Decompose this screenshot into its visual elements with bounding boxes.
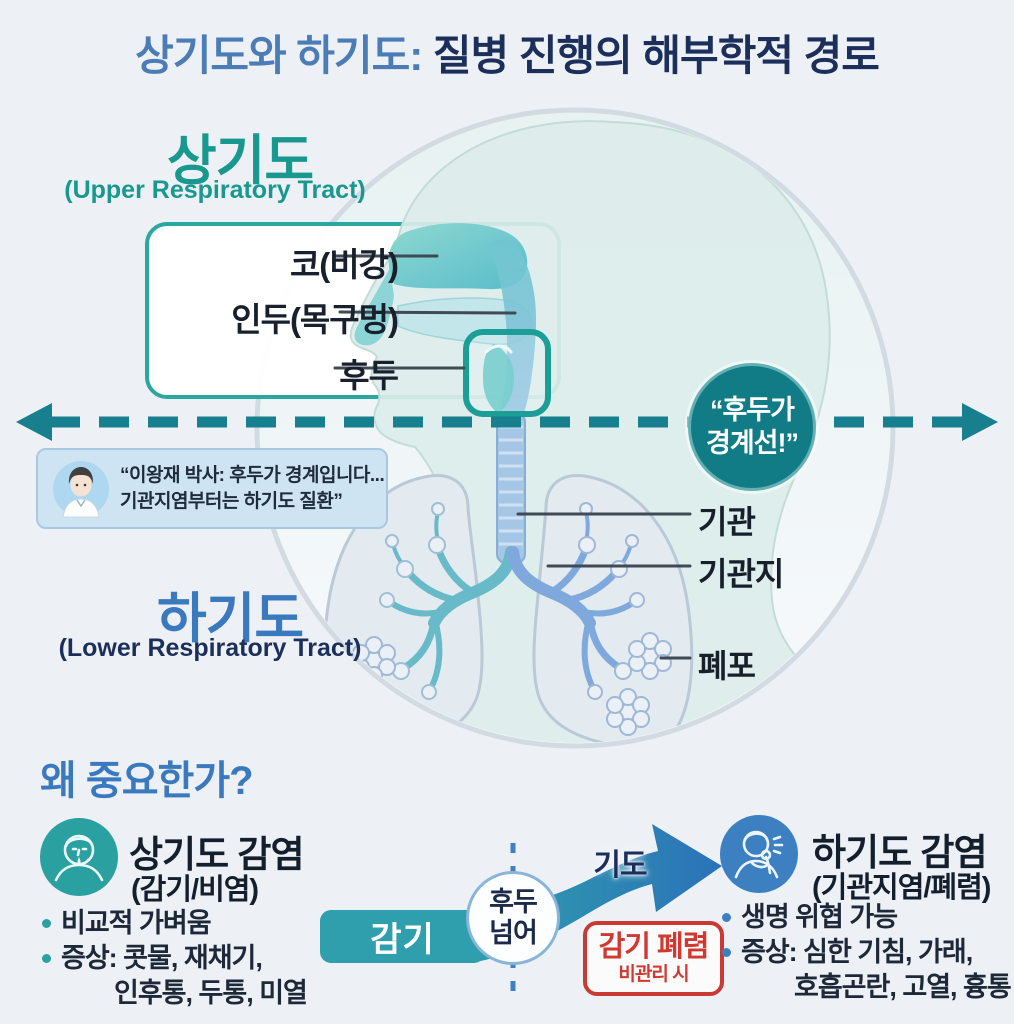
upper-infection-avatar: [40, 818, 118, 896]
label-nose: 코(비강): [289, 246, 399, 283]
lower-infection-title: 하기도 감염: [812, 832, 987, 873]
larynx: [483, 344, 514, 413]
right-alveoli-tips: [578, 502, 645, 700]
lower-tract-heading: 하기도: [156, 589, 304, 649]
bullet-dot: [722, 948, 731, 957]
bullet-row: 비교적 가벼움: [42, 906, 307, 941]
label-pharynx: 인두(목구멍): [231, 301, 399, 338]
label-alveoli: 폐포: [698, 648, 756, 684]
bullet-dot: [42, 919, 51, 928]
epiglottis-line: [484, 344, 513, 354]
doctor-quote-line1: “이왕재 박사: 후두가 경계입니다...: [120, 464, 385, 486]
lower-infection-subtitle: (기관지염/폐렴): [812, 872, 991, 904]
boundary-badge-line2: 경계선!”: [705, 428, 799, 458]
larynx-highlight-box: [463, 329, 551, 417]
why-important-heading: 왜 중요한가?: [40, 759, 254, 803]
upper-infection-subtitle: (감기/비염): [131, 874, 259, 906]
label-larynx: 후두: [339, 357, 399, 394]
pharynx: [487, 236, 537, 417]
sneeze-face-icon: [54, 834, 104, 882]
lower-infection-bullets: 생명 위협 가능 증상: 심한 기침, 가래, 호흡곤란, 고열, 흉통: [722, 900, 1012, 1005]
lower-infection-avatar: [720, 815, 798, 893]
bullet-dot: [42, 954, 51, 963]
flow-node-line1: 후두: [489, 887, 538, 917]
boundary-badge: “후두가 경계선!”: [688, 363, 816, 491]
flow-start-band: [320, 910, 485, 963]
divider-left-arrowhead: [16, 403, 52, 441]
flow-airway-label: 기도: [593, 849, 647, 882]
upper-infection-bullets: 비교적 가벼움 증상: 콧물, 재채기, 인후통, 두통, 미열: [42, 906, 308, 1011]
upper-bullet-severity: 비교적 가벼움: [61, 908, 212, 938]
trachea: [496, 412, 526, 564]
flow-node-line2: 넘어: [489, 918, 538, 948]
doctor-avatar: [53, 460, 109, 517]
left-alveoli-tips: [379, 502, 446, 700]
upper-bullet-symptoms-cont: 인후통, 두통, 미열: [114, 978, 308, 1008]
pneumonia-warning-box: 감기 폐렴 비관리 시: [583, 921, 724, 996]
flow-past-larynx-node: 후두 넘어: [466, 871, 560, 965]
upper-tract-subheading: (Upper Respiratory Tract): [64, 176, 366, 204]
label-trachea: 기관: [698, 504, 756, 540]
bullet-row: 증상: 심한 기침, 가래,: [722, 935, 1011, 970]
page-title-upper-lower: 상기도와 하기도:: [135, 32, 423, 79]
flow-cold-label: 감기: [370, 921, 435, 959]
doctor-quote-line2: 기관지염부터는 하기도 질환”: [120, 490, 343, 512]
divider-right-arrowhead: [962, 403, 998, 441]
boundary-badge-line1: “후두가: [709, 395, 795, 425]
doctor-quote-text: “이왕재 박사: 후두가 경계입니다... 기관지염부터는 하기도 질환”: [120, 463, 385, 515]
bullet-dot: [722, 913, 731, 922]
callout-lines: [333, 254, 692, 660]
pneumonia-warning-title: 감기 폐렴: [598, 931, 710, 963]
lower-bullet-symptoms-cont: 호흡곤란, 고열, 흉통: [794, 972, 1012, 1002]
label-bronchus: 기관지: [698, 556, 784, 592]
bullet-row: 증상: 콧물, 재채기,: [42, 941, 307, 976]
nose-exterior: [354, 268, 394, 346]
lower-bullet-symptoms: 증상: 심한 기침, 가래,: [741, 937, 973, 967]
trachea-rings: [499, 425, 523, 546]
upper-tract-heading: 상기도: [166, 131, 314, 191]
page-title: 상기도와 하기도: 질병 진행의 해부학적 경로: [0, 22, 1014, 83]
cough-face-icon: [734, 830, 784, 879]
doctor-quote-bubble: “이왕재 박사: 후두가 경계입니다... 기관지염부터는 하기도 질환”: [36, 448, 388, 529]
lower-bullet-severity: 생명 위협 가능: [741, 902, 898, 932]
pneumonia-warning-sub: 비관리 시: [618, 964, 689, 985]
upper-bullet-symptoms: 증상: 콧물, 재채기,: [61, 943, 263, 973]
lower-tract-subheading: (Lower Respiratory Tract): [58, 634, 362, 662]
bullet-row: 생명 위협 가능: [722, 900, 1011, 935]
page-title-subject: 질병 진행의 해부학적 경로: [422, 32, 880, 79]
upper-infection-title: 상기도 감염: [129, 834, 304, 875]
nasal-cavity: [388, 223, 528, 290]
